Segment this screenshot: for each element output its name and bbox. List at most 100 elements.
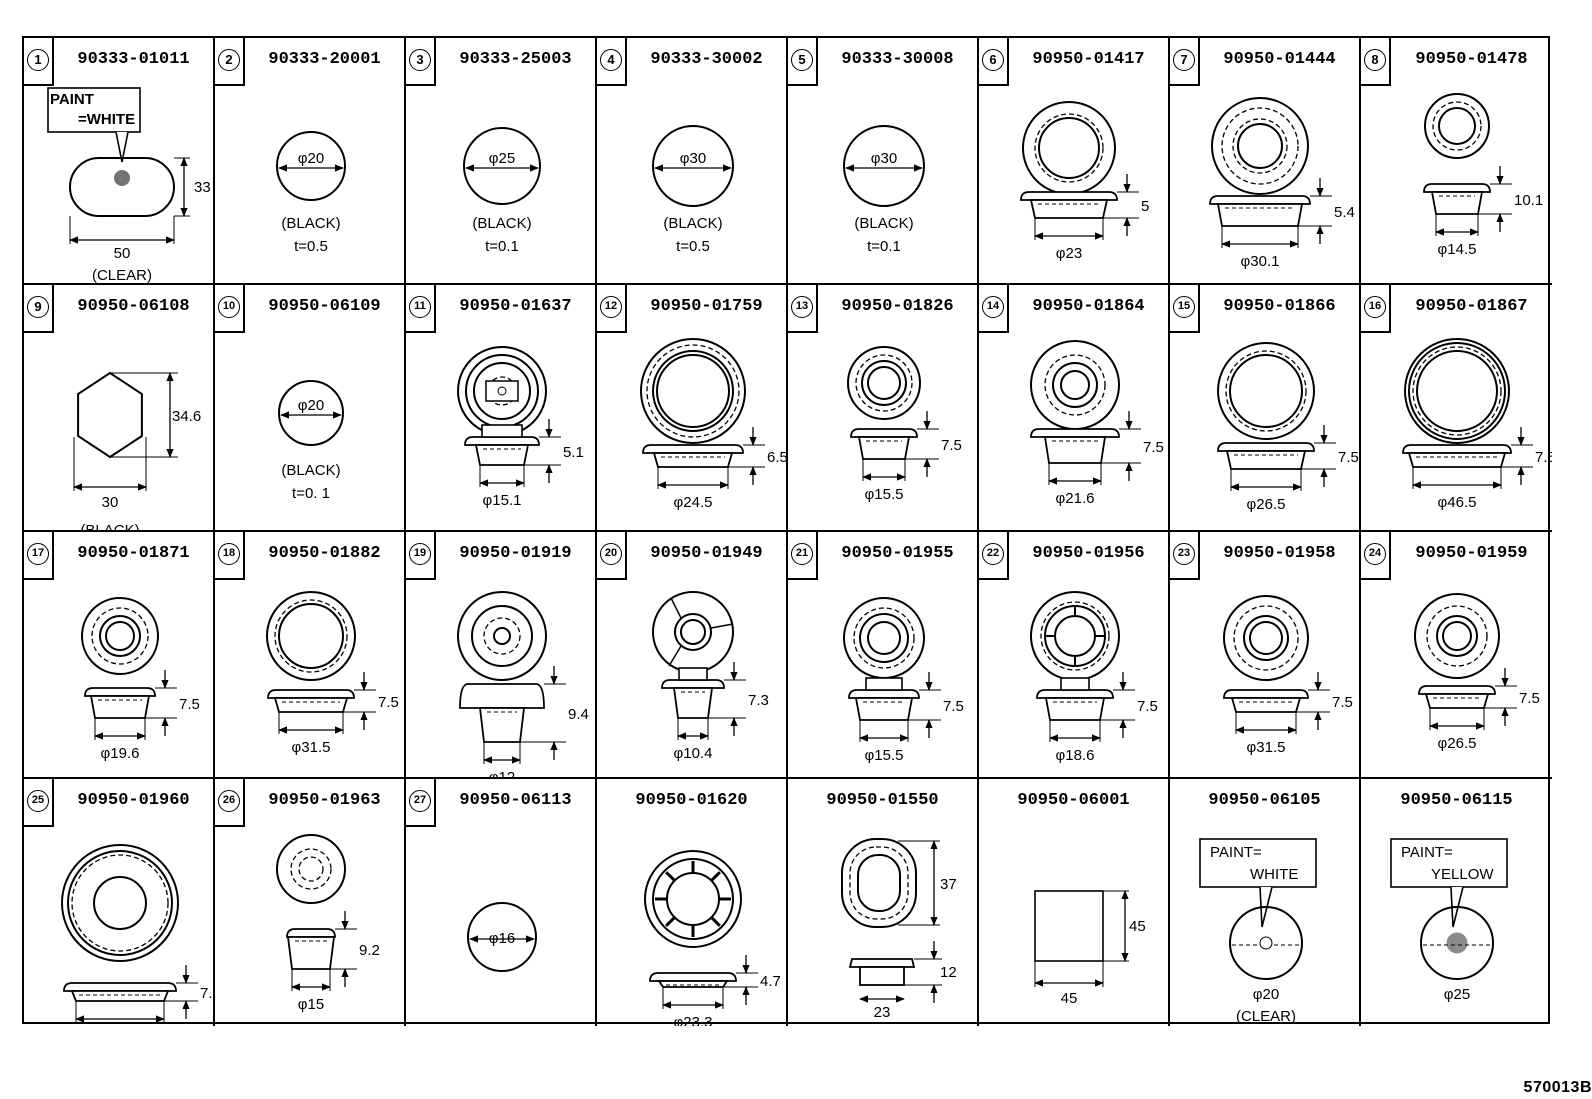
label-color: (BLACK) — [80, 522, 139, 532]
label-t: t=0.1 — [485, 238, 519, 255]
part-cell: 9 90950-06108 34.6 30 (BLACK) — [24, 285, 215, 532]
label-note1: PAINT — [50, 91, 94, 108]
part-drawing: 7.5 φ31.5 — [1170, 580, 1359, 777]
part-number: 90333-30002 — [650, 50, 763, 69]
item-number: 9 — [27, 296, 49, 318]
label-h: 9.2 — [359, 942, 380, 959]
label-h: 45 — [1129, 918, 1146, 935]
item-number-box: 9 — [24, 285, 54, 333]
label-h: 33 — [194, 179, 211, 196]
label-t: t=0. 1 — [292, 485, 330, 502]
part-number: 90950-01871 — [77, 544, 190, 563]
part-number: 90950-06108 — [77, 297, 190, 316]
part-drawing: φ25(BLACK)t=0.1 — [406, 86, 595, 283]
part-number: 90950-01949 — [650, 544, 763, 563]
label-w: 30 — [102, 494, 119, 511]
item-number-box: 10 — [215, 285, 245, 333]
part-sketch: φ20(BLACK)t=0. 1 — [278, 380, 344, 502]
label-d: φ16 — [489, 930, 515, 947]
item-number: 23 — [1173, 543, 1195, 565]
item-number: 8 — [1364, 49, 1386, 71]
part-number: 90950-01882 — [268, 544, 381, 563]
item-number-box: 3 — [406, 38, 436, 86]
part-number: 90950-01956 — [1032, 544, 1145, 563]
item-number-box: 24 — [1361, 532, 1391, 580]
item-number-box: 23 — [1170, 532, 1200, 580]
label-d: φ30 — [680, 150, 706, 167]
label-d: φ23 — [1056, 245, 1082, 262]
label-color: (BLACK) — [281, 215, 340, 232]
label-h: 7.5 — [1338, 449, 1359, 466]
part-drawing: φ20(BLACK)t=0. 1 — [215, 333, 404, 530]
item-number: 12 — [600, 296, 622, 318]
part-number: 90950-06109 — [268, 297, 381, 316]
part-number: 90950-06113 — [459, 791, 572, 810]
label-h: 7.5 — [1332, 694, 1353, 711]
label-d: φ15.1 — [483, 492, 522, 509]
part-number: 90950-06001 — [1017, 791, 1130, 810]
label-color: (CLEAR) — [1236, 1008, 1296, 1025]
label-h: 5.4 — [1334, 204, 1355, 221]
label-h: 7.5 — [1535, 449, 1552, 466]
label-d: φ20 — [298, 150, 324, 167]
item-number: 20 — [600, 543, 622, 565]
label-h: 6.5 — [767, 449, 788, 466]
item-number-box: 21 — [788, 532, 818, 580]
label-color: (BLACK) — [281, 462, 340, 479]
label-h: 5.1 — [563, 444, 584, 461]
item-number-box: 26 — [215, 779, 245, 827]
label-h: 4.7 — [760, 973, 781, 990]
label-d: φ31.5 — [292, 739, 331, 756]
item-number: 13 — [791, 296, 813, 318]
part-number: 90333-25003 — [459, 50, 572, 69]
part-drawing: φ30(BLACK)t=0.5 — [597, 86, 786, 283]
label-color: (BLACK) — [472, 215, 531, 232]
label-d: φ30 — [871, 150, 897, 167]
part-number: 90950-01867 — [1415, 297, 1528, 316]
part-number: 90950-01444 — [1223, 50, 1336, 69]
label-h: 7.5 — [378, 694, 399, 711]
item-number: 14 — [982, 296, 1004, 318]
label-h: 34.6 — [172, 408, 201, 425]
label-h: 7.5 — [941, 437, 962, 454]
part-number: 90950-01826 — [841, 297, 954, 316]
part-sketch: φ16 — [467, 902, 537, 972]
part-number: 90950-01550 — [826, 791, 939, 810]
label-d: φ10.4 — [674, 745, 713, 762]
item-number: 21 — [791, 543, 813, 565]
label-d: φ46.5 — [1438, 494, 1477, 511]
part-drawing: 7.5 φ31.5 — [215, 580, 404, 777]
label-d: φ31.5 — [1247, 739, 1286, 756]
part-drawing: φ20(BLACK)t=0.5 — [215, 86, 404, 283]
item-number-box: 1 — [24, 38, 54, 86]
label-h: 7.5 — [943, 698, 964, 715]
label-note2: =WHITE — [78, 111, 135, 128]
